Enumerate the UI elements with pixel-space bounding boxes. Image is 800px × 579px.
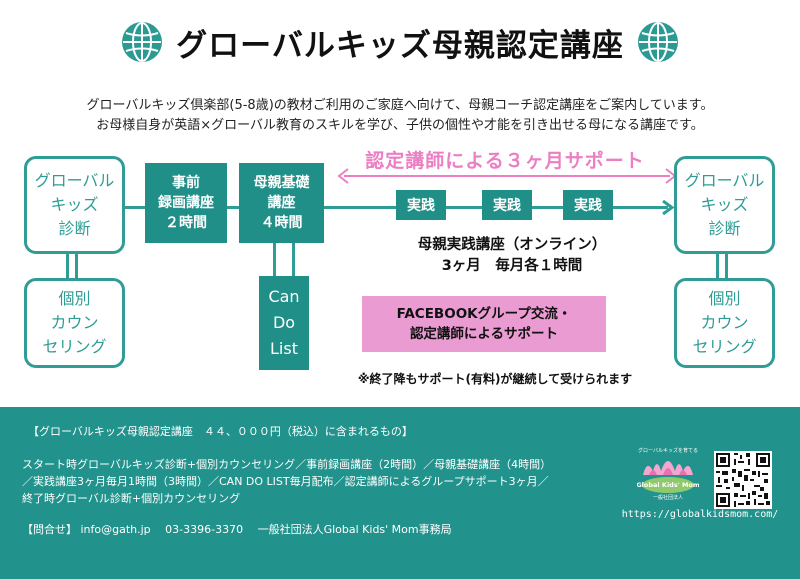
box-line: グローバル bbox=[684, 171, 765, 190]
globe-icon bbox=[122, 22, 163, 62]
box-line: 個別 bbox=[708, 289, 741, 308]
start-counseling-box: 個別 カウン セリング bbox=[24, 278, 125, 368]
page-title: グローバルキッズ母親認定講座 bbox=[176, 27, 624, 64]
qr-code bbox=[714, 451, 772, 509]
footer-heading: 【グローバルキッズ母親認定講座 ４４、０００円（税込）に含まれるもの】 bbox=[28, 425, 413, 438]
footer-description: スタート時グローバルキッズ診断+個別カウンセリング／事前録画講座（2時間）／母親… bbox=[22, 458, 549, 505]
support-banner: 認定講師による３ヶ月サポート bbox=[365, 150, 645, 172]
box-line: セリング bbox=[692, 337, 757, 356]
globe-icon bbox=[637, 22, 678, 62]
svg-text:グローバルキッズを育てる: グローバルキッズを育てる bbox=[638, 447, 698, 454]
practice-label: 実践 bbox=[396, 190, 446, 220]
svg-text:一般社団法人: 一般社団法人 bbox=[653, 494, 683, 501]
box-line: ２時間 bbox=[165, 215, 207, 231]
global-kids-mom-logo: グローバルキッズを育てる Global Kids' Mom 一般社団法人 bbox=[636, 445, 700, 501]
box-line: Can bbox=[268, 287, 300, 306]
box-line: キッズ bbox=[700, 195, 749, 214]
flow-line bbox=[125, 206, 147, 209]
double-arrow-icon bbox=[337, 168, 677, 184]
connector-line bbox=[292, 243, 295, 277]
intro-text: グローバルキッズ倶楽部(5-8歳)の教材ご利用のご家庭へ向けて、母親コーチ認定講… bbox=[0, 96, 800, 136]
box-line: 個別 bbox=[58, 289, 91, 308]
connector-line bbox=[66, 253, 69, 279]
arrow-head-icon bbox=[662, 200, 675, 215]
end-counseling-box: 個別 カウン セリング bbox=[674, 278, 775, 368]
svg-text:Global Kids' Mom: Global Kids' Mom bbox=[637, 481, 699, 489]
connector-line bbox=[273, 243, 276, 277]
flow-line bbox=[227, 206, 239, 209]
box-line: キッズ bbox=[50, 195, 99, 214]
box-line: Do bbox=[272, 313, 296, 332]
practice-label: 実践 bbox=[482, 190, 532, 220]
box-line: 録画講座 bbox=[158, 195, 214, 211]
box-line: ４時間 bbox=[260, 215, 303, 231]
course-line: 3ヶ月 毎月各１時間 bbox=[441, 258, 583, 274]
note-text: ※終了降もサポート(有料)が継続して受けられます bbox=[357, 372, 633, 386]
intro-line: グローバルキッズ倶楽部(5-8歳)の教材ご利用のご家庭へ向けて、母親コーチ認定講… bbox=[86, 98, 714, 113]
box-line: List bbox=[270, 339, 298, 358]
can-do-list-box: Can Do List bbox=[259, 276, 309, 370]
box-line: セリング bbox=[42, 337, 107, 356]
box-line: カウン bbox=[700, 313, 749, 332]
practice-course-text: 母親実践講座（オンライン） 3ヶ月 毎月各１時間 bbox=[362, 235, 662, 277]
end-diagnosis-box: グローバル キッズ 診断 bbox=[674, 156, 775, 254]
start-diagnosis-box: グローバル キッズ 診断 bbox=[24, 156, 125, 254]
box-line: 事前 bbox=[172, 175, 200, 191]
box-line: 診断 bbox=[708, 219, 741, 238]
footer-contact: 【問合せ】 info@gath.jp 03-3396-3370 一般社団法人Gl… bbox=[22, 523, 452, 536]
course-line: 母親実践講座（オンライン） bbox=[417, 237, 607, 253]
connector-line bbox=[75, 253, 78, 279]
website-url[interactable]: https://globalkidsmom.com/ bbox=[621, 509, 779, 520]
practice-label: 実践 bbox=[563, 190, 613, 220]
box-line: グローバル bbox=[34, 171, 115, 190]
recorded-course-box: 事前 録画講座 ２時間 bbox=[145, 163, 227, 243]
box-line: 講座 bbox=[267, 195, 296, 211]
box-line: FACEBOOKグループ交流・ bbox=[396, 306, 572, 322]
box-line: 認定講師によるサポート bbox=[409, 326, 559, 342]
box-line: カウン bbox=[50, 313, 99, 332]
connector-line bbox=[725, 253, 728, 279]
intro-line: お母様自身が英語×グローバル教育のスキルを学び、子供の個性や才能を引き出せる母に… bbox=[96, 118, 704, 133]
box-line: 診断 bbox=[58, 219, 91, 238]
connector-line bbox=[716, 253, 719, 279]
title-row: グローバルキッズ母親認定講座 bbox=[0, 14, 800, 70]
basic-course-box: 母親基礎 講座 ４時間 bbox=[239, 163, 324, 243]
box-line: 母親基礎 bbox=[253, 175, 310, 191]
facebook-support-box: FACEBOOKグループ交流・ 認定講師によるサポート bbox=[362, 296, 606, 352]
footer: 【グローバルキッズ母親認定講座 ４４、０００円（税込）に含まれるもの】 スタート… bbox=[0, 407, 800, 579]
